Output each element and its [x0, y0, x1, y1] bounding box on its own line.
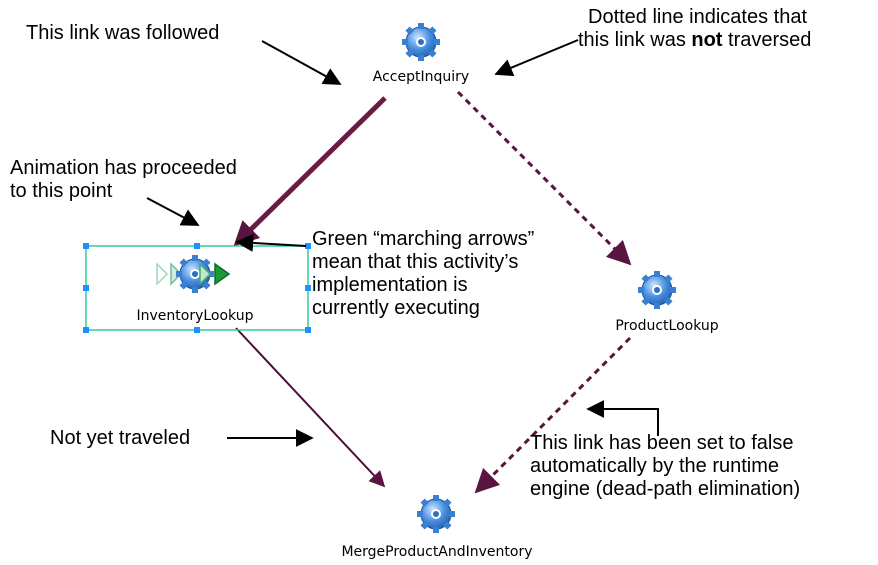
- node-merge-product-and-inventory[interactable]: MergeProductAndInventory: [341, 494, 533, 560]
- annotation-text: traversed: [722, 29, 812, 51]
- marching-arrows-icon: [199, 262, 231, 286]
- callout-arrow: [235, 233, 307, 252]
- annotation-text: this link was: [578, 29, 692, 51]
- node-label: ProductLookup: [615, 318, 718, 334]
- gear-icon: [416, 494, 456, 534]
- node-label: InventoryLookup: [137, 308, 254, 324]
- annotation-not-yet-traveled: Not yet traveled: [50, 427, 191, 449]
- callout-arrow: [146, 197, 200, 226]
- annotation-line: engine (dead-path elimination): [530, 478, 801, 500]
- node-product-lookup[interactable]: ProductLookup: [615, 270, 719, 334]
- link-product-to-merge[interactable]: [474, 336, 632, 494]
- resize-handle[interactable]: [83, 243, 89, 249]
- annotation-line: mean that this activity’s: [312, 251, 519, 273]
- resize-handle[interactable]: [305, 243, 311, 249]
- node-label: AcceptInquiry: [373, 69, 469, 85]
- callout-arrow: [261, 40, 342, 85]
- annotation-line: automatically by the runtime: [530, 455, 780, 477]
- annotation-animation-point: Animation has proceeded to this point: [10, 157, 237, 203]
- node-accept-inquiry[interactable]: AcceptInquiry: [373, 22, 469, 85]
- annotation-line: Dotted line indicates that: [588, 6, 808, 28]
- resize-handle[interactable]: [305, 285, 311, 291]
- annotation-marching-arrows: Green “marching arrows” mean that this a…: [312, 228, 534, 320]
- node-inventory-lookup[interactable]: InventoryLookup: [83, 243, 311, 333]
- annotation-line: currently executing: [312, 297, 480, 319]
- resize-handle[interactable]: [194, 327, 200, 333]
- link-inventory-to-merge[interactable]: [235, 327, 386, 488]
- callout-arrow: [586, 400, 659, 436]
- annotation-bold-text: not: [691, 29, 723, 51]
- callout-arrow: [494, 39, 579, 77]
- annotation-dotted-line: Dotted line indicates that this link was…: [578, 6, 811, 52]
- annotation-line: Green “marching arrows”: [312, 228, 535, 250]
- annotation-dead-path: This link has been set to false automati…: [530, 432, 800, 501]
- annotation-line: Animation has proceeded: [10, 157, 237, 179]
- annotation-line: to this point: [10, 180, 113, 202]
- link-accept-to-inventory[interactable]: [233, 96, 387, 247]
- resize-handle[interactable]: [83, 285, 89, 291]
- gear-icon: [637, 270, 677, 310]
- resize-handle[interactable]: [83, 327, 89, 333]
- annotation-link-followed: This link was followed: [26, 22, 220, 44]
- resize-handle[interactable]: [194, 243, 200, 249]
- annotation-line: implementation is: [312, 274, 468, 296]
- link-accept-to-product[interactable]: [456, 90, 632, 266]
- annotation-line: This link has been set to false: [530, 432, 794, 454]
- gear-icon: [401, 22, 441, 62]
- node-label: MergeProductAndInventory: [341, 544, 532, 560]
- resize-handle[interactable]: [305, 327, 311, 333]
- annotation-line: this link was not traversed: [578, 29, 811, 52]
